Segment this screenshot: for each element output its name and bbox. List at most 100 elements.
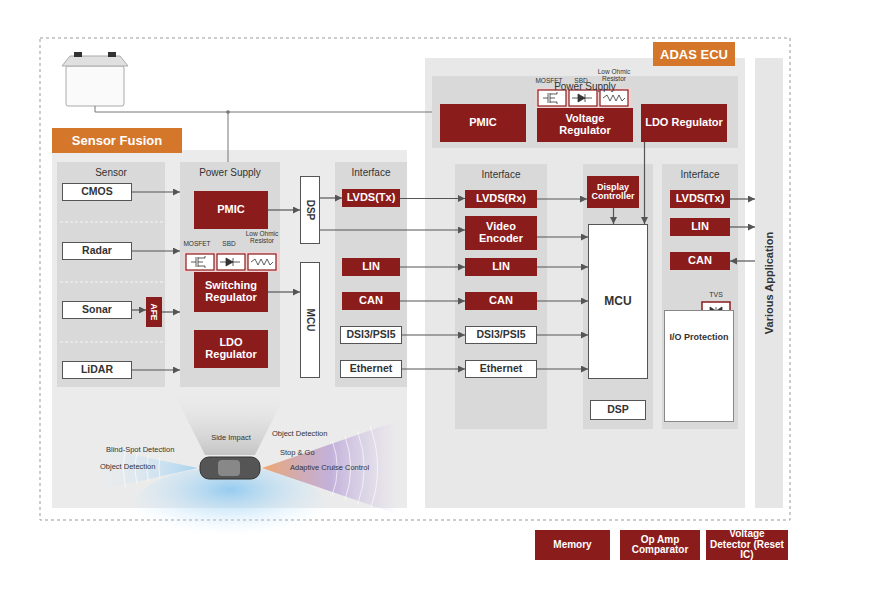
- column-heading: Sensor: [57, 167, 165, 178]
- sensor-separators: [60, 222, 163, 342]
- afe-box: AFE: [146, 297, 162, 327]
- box-label: LIN: [492, 261, 510, 273]
- function-label: Stop & Go: [280, 449, 340, 457]
- mcu-column: [583, 164, 653, 429]
- column-heading: Power Supply: [180, 167, 280, 178]
- wire-junction: [226, 110, 230, 114]
- interface-box: LIN: [465, 258, 537, 276]
- box-label: LVDS(Rx): [476, 193, 526, 205]
- column-heading: Interface: [335, 167, 407, 178]
- battery-wire: [95, 106, 432, 162]
- sensor-box: LiDAR: [62, 361, 132, 379]
- connector-arrow: [132, 309, 146, 310]
- processor-box: MCU: [300, 262, 320, 378]
- component-symbols: [535, 88, 631, 108]
- box-label: DSI3/PSI5: [346, 329, 395, 340]
- connector-arrow: [644, 142, 645, 224]
- power-box: Switching Regulator: [194, 272, 268, 312]
- column: InterfaceLVDS(Tx)LINCANI/O Protection: [662, 164, 738, 429]
- connector-arrow: [730, 198, 755, 199]
- column-heading: Interface: [662, 169, 738, 180]
- component-symbols: [183, 252, 279, 272]
- connector-arrow: [320, 229, 465, 230]
- column-heading: Interface: [455, 169, 547, 180]
- interface-box: LVDS(Rx): [465, 190, 537, 208]
- box-label: LVDS(Tx): [347, 192, 396, 204]
- power-box: Voltage Regulator: [537, 108, 633, 142]
- box-label: DSP: [607, 404, 629, 415]
- connector-arrow: [402, 334, 465, 335]
- box-label: I/O Protection: [665, 333, 733, 343]
- power-box: PMIC: [194, 191, 268, 229]
- processor-box: DSP: [590, 400, 646, 420]
- component-box: Memory: [535, 530, 610, 560]
- connector-arrow: [537, 334, 588, 335]
- box-label: Ethernet: [350, 363, 393, 374]
- panel-title: ADAS ECU: [653, 42, 735, 66]
- column: SensorCMOS RadarSonarLiDAR: [57, 162, 165, 387]
- sensor-box: Radar: [62, 242, 132, 260]
- connector-arrow: [402, 368, 465, 369]
- box-label: CMOS: [81, 186, 113, 197]
- box-label: LiDAR: [81, 364, 113, 375]
- connector-arrow: [537, 236, 588, 237]
- box-label: CAN: [688, 255, 712, 267]
- function-label: Adaptive Cruise Control: [290, 464, 400, 472]
- interface-box: Video Encoder: [465, 216, 537, 250]
- component-label: Low Ohmic Resistor: [244, 231, 280, 245]
- box-label: Ethernet: [480, 363, 523, 374]
- box-label: Display Controller: [589, 183, 637, 202]
- column: Power SupplyPMICVoltage RegulatorLDO Reg…: [432, 76, 738, 148]
- box-label: Various Application: [763, 232, 775, 334]
- connector-arrow: [268, 209, 300, 210]
- box-label: LDO Regulator: [645, 117, 723, 129]
- connector-arrow: [613, 208, 614, 224]
- component-label: MOSFET: [532, 78, 566, 85]
- outer-border: [40, 38, 790, 520]
- connector-arrow: [537, 300, 588, 301]
- component-box: Voltage Detector (Reset IC): [706, 530, 788, 560]
- panel-title: Sensor Fusion: [52, 128, 182, 153]
- protection-box: I/O Protection: [664, 310, 734, 422]
- component-box: Op Amp Comparator: [620, 530, 700, 560]
- battery: [62, 52, 128, 106]
- component-label: SBD: [568, 78, 594, 85]
- interface-box: CAN: [342, 292, 400, 310]
- processor-box: DSP: [300, 176, 320, 244]
- power-box: LDO Regulator: [194, 330, 268, 368]
- io-diode-symbol: [671, 360, 727, 416]
- component-label: SBD: [216, 241, 242, 248]
- function-label: Object Detection: [272, 430, 348, 438]
- box-label: Voltage Detector (Reset IC): [708, 529, 786, 561]
- interface-box: Ethernet: [465, 360, 537, 378]
- controller-box: Display Controller: [587, 176, 639, 208]
- function-label: Side Impact: [196, 434, 266, 442]
- box-label: Switching Regulator: [196, 280, 266, 303]
- component-label: TVS: [700, 291, 732, 298]
- connector-arrow: [730, 226, 755, 227]
- interface-box: LVDS(Tx): [342, 189, 400, 207]
- connector-arrow: [537, 198, 587, 199]
- interface-box: LIN: [342, 258, 400, 276]
- interface-box: CAN: [670, 252, 730, 270]
- function-label: Blind-Spot Detection: [106, 446, 202, 454]
- box-label: PMIC: [217, 204, 245, 216]
- box-label: Op Amp Comparator: [622, 535, 698, 556]
- box-label: DSI3/PSI5: [476, 329, 525, 340]
- connector-arrow: [132, 250, 180, 251]
- box-label: LIN: [691, 221, 709, 233]
- component-label: Low Ohmic Resistor: [596, 69, 632, 83]
- processor-box: MCU: [588, 224, 648, 379]
- sensor-box: CMOS: [62, 183, 132, 201]
- column: Power SupplyPMIC Switching RegulatorLDO R…: [180, 162, 280, 387]
- box-label: DSP: [305, 200, 316, 221]
- interface-box: CAN: [465, 292, 537, 310]
- connector-arrow: [268, 291, 300, 292]
- column: InterfaceLVDS(Tx) LIN CAN DSI3/PSI5Ethernet: [335, 162, 407, 387]
- box-label: LDO Regulator: [196, 337, 266, 360]
- power-box: LDO Regulator: [641, 104, 727, 142]
- box-label: LIN: [362, 261, 380, 273]
- connector-arrow: [537, 368, 588, 369]
- box-label: CAN: [489, 295, 513, 307]
- box-label: Sonar: [82, 304, 112, 315]
